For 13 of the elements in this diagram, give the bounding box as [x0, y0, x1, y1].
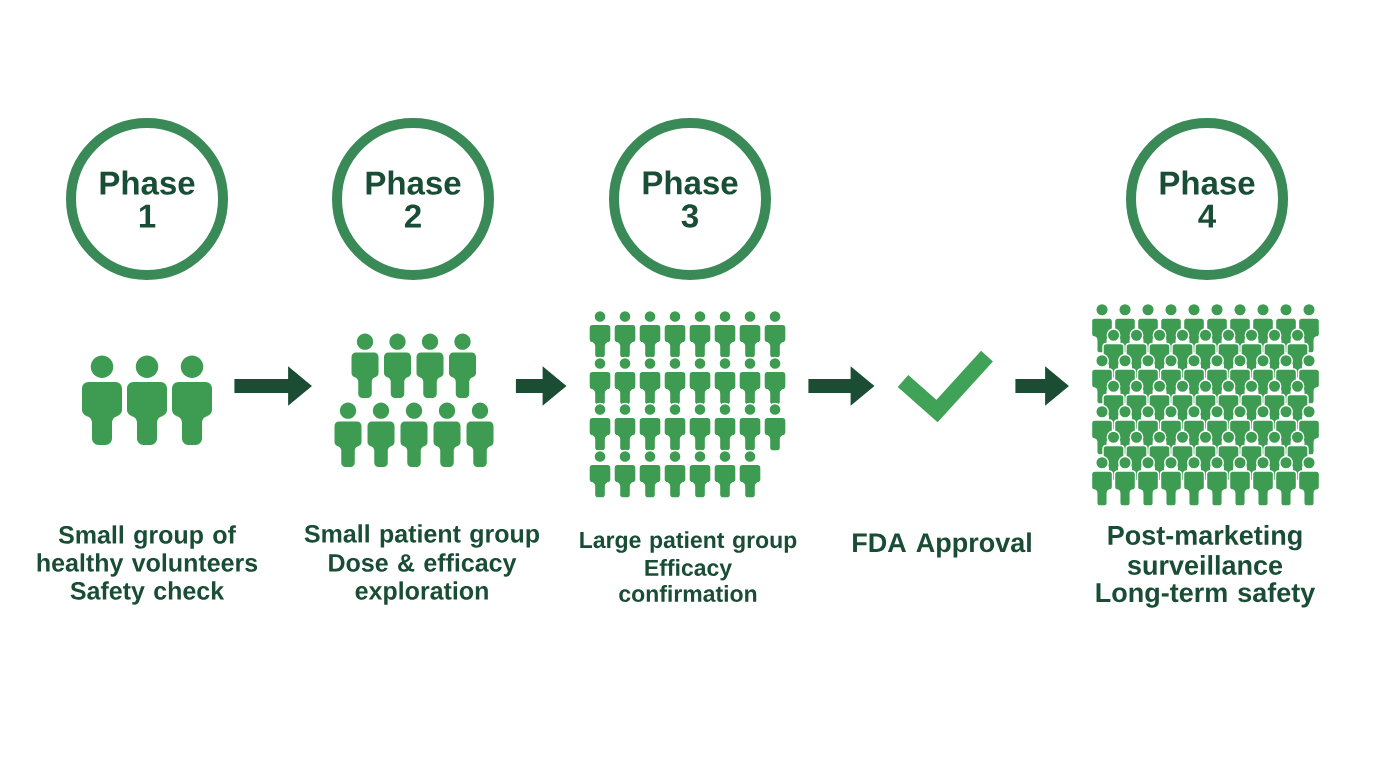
caption-text: Post-marketing surveillance	[1108, 525, 1302, 575]
caption-text: Small patient group	[304, 524, 540, 548]
people-group	[588, 309, 787, 499]
caption-text: Safety check	[70, 581, 225, 605]
people-group	[1090, 302, 1321, 507]
caption-text: Small group of healthy volunteers	[37, 525, 258, 577]
caption-text: Dose & efficacy exploration	[329, 553, 517, 605]
caption-text: Large patient group	[580, 531, 797, 553]
people-group	[82, 355, 212, 445]
checkmark	[897, 350, 993, 423]
caption-text: Efficacy confirmation	[619, 559, 757, 602]
caption-text: FDA Approval	[853, 532, 1031, 558]
caption-text: Long-term safety	[1096, 582, 1316, 608]
